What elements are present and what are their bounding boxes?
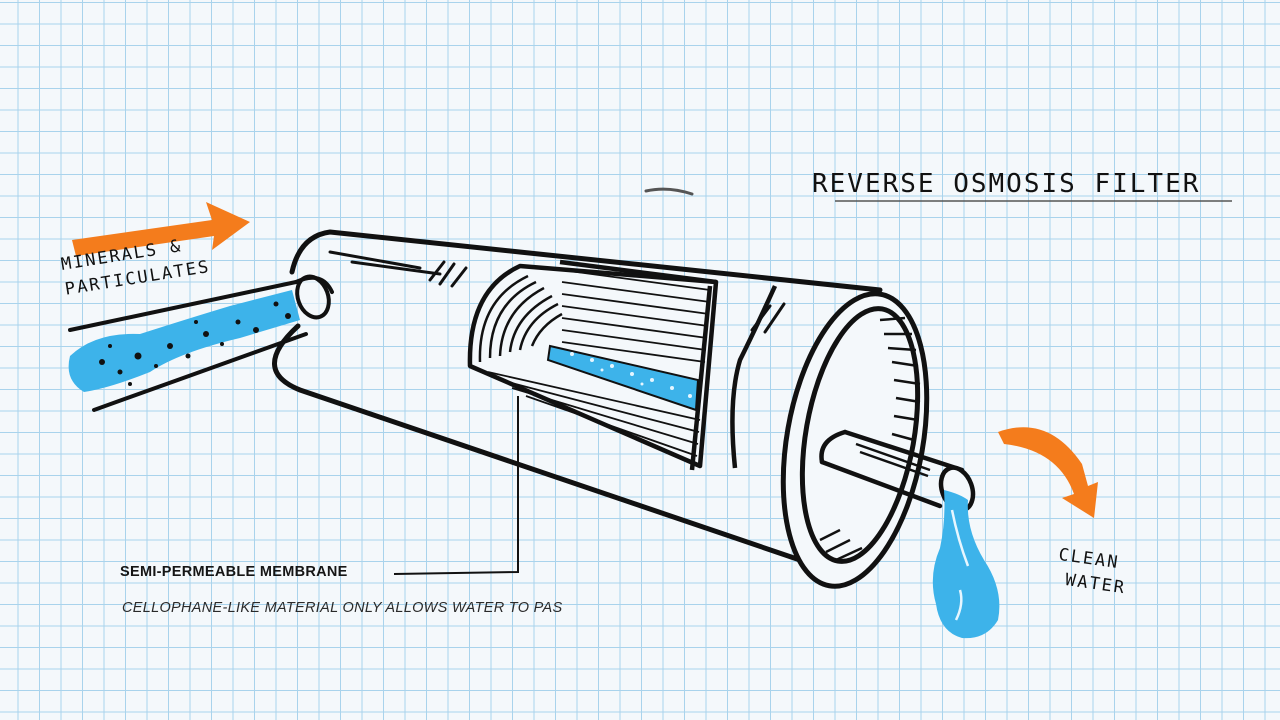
inlet-pipe — [68, 274, 334, 412]
membrane-layers — [478, 274, 563, 363]
membrane-sheets — [487, 269, 711, 457]
membrane-description: CELLOPHANE-LIKE MATERIAL ONLY ALLOWS WAT… — [122, 600, 563, 616]
diagram-title: REVERSE OSMOSIS FILTER — [812, 169, 1200, 199]
water-bubbles — [570, 352, 692, 398]
inlet-arrow-icon — [72, 202, 250, 256]
outlet-arrow-icon — [998, 427, 1098, 518]
membrane-leader-line — [393, 396, 519, 575]
outlet-label-line-1: CLEAN — [1057, 545, 1120, 573]
filter-housing — [272, 229, 930, 589]
inlet-water — [68, 290, 300, 392]
inlet-particulates — [99, 301, 291, 386]
end-cap-hatching — [819, 316, 921, 562]
outlet-label-line-2: WATER — [1064, 570, 1127, 598]
stray-dash — [644, 187, 694, 196]
clean-water-highlight — [950, 509, 970, 621]
outlet-pipe-hatching — [855, 442, 931, 478]
membrane-water-channel — [546, 344, 700, 412]
outlet-label: CLEAN WATER — [1054, 545, 1133, 599]
membrane-label: SEMI-PERMEABLE MEMBRANE — [120, 564, 348, 580]
